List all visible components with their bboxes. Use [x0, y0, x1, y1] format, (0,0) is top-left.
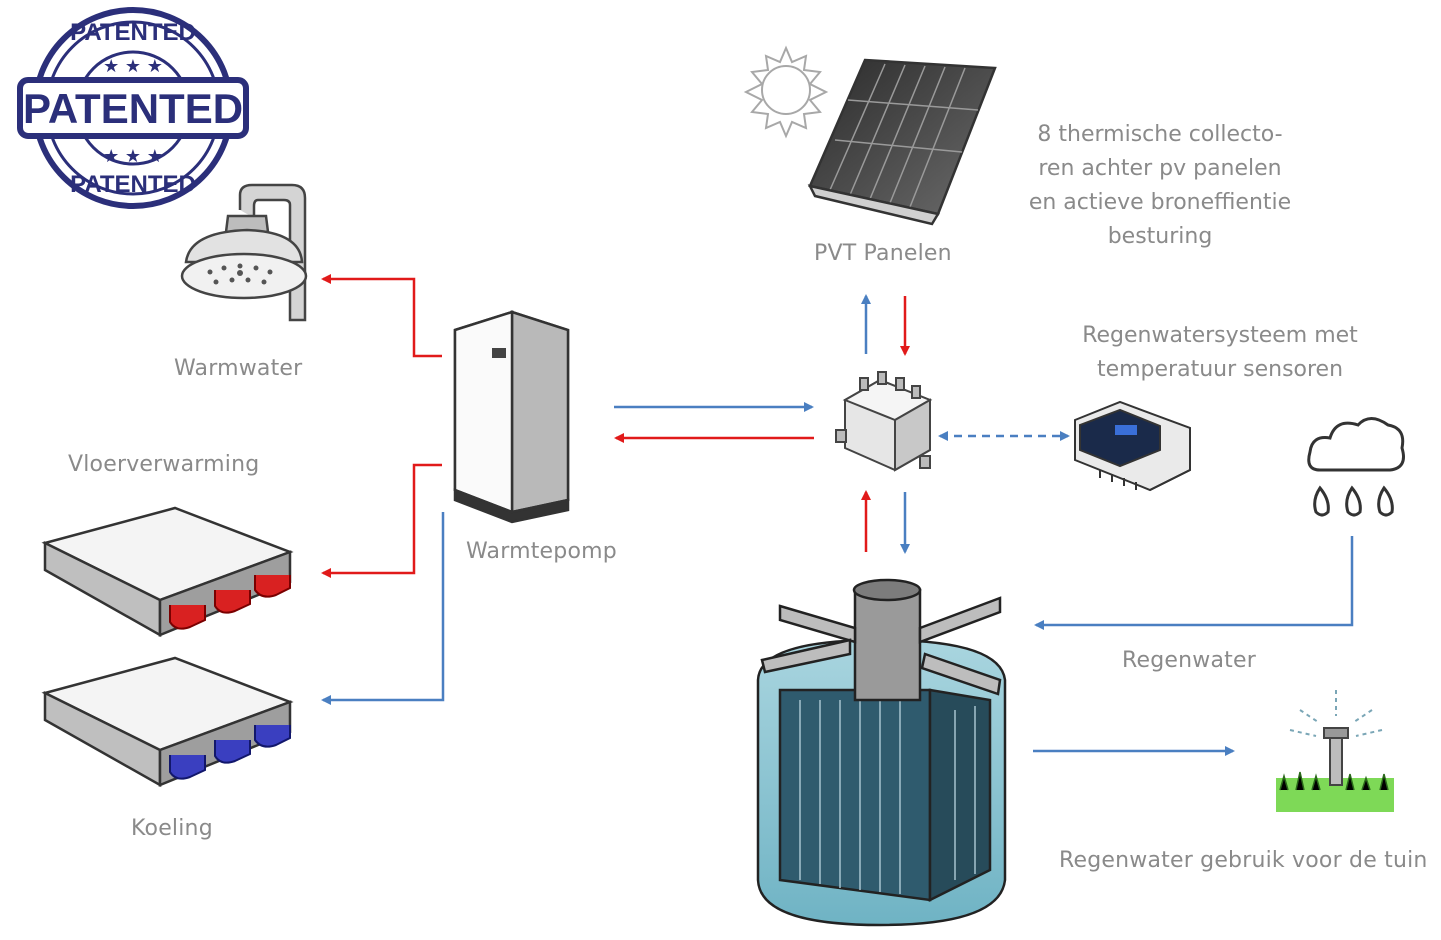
svg-text:PATENTED: PATENTED: [70, 19, 196, 46]
flow-arrow-warmwater: [321, 274, 442, 358]
label-warmtepomp: Warmtepomp: [466, 539, 617, 564]
svg-text:PATENTED: PATENTED: [70, 171, 196, 198]
description-pvt-line: 8 thermische collecto-: [1037, 122, 1283, 147]
label-regenwater: Regenwater: [1122, 648, 1256, 673]
shower-icon: [180, 183, 308, 322]
description-regen-line: temperatuur sensoren: [1096, 357, 1344, 382]
sun-icon: [743, 45, 829, 139]
cooling-icon: [41, 656, 294, 788]
heat-pump-icon: [453, 310, 570, 524]
floor-heating-icon: [41, 506, 294, 638]
patented-stamp-logo: PATENTED PATENTED PATENTED ★ ★ ★ ★ ★ ★: [17, 7, 249, 209]
sensor-controller-icon: [1074, 400, 1191, 492]
rainwater-tank-icon: [756, 578, 1007, 927]
label-regenwater-tuin: Regenwater gebruik voor de tuin: [1059, 848, 1428, 873]
label-warmwater: Warmwater: [174, 356, 303, 381]
flow-arrow-floorheating: [321, 463, 442, 578]
label-vloerverwarming: Vloerverwarming: [68, 452, 260, 477]
description-pvt-line: besturing: [1107, 224, 1213, 249]
controller-box-icon: [835, 371, 933, 472]
label-koeling: Koeling: [131, 816, 213, 841]
description-regen-systeem: Regenwatersysteem met temperatuur sensor…: [1070, 319, 1370, 387]
svg-text:★ ★ ★: ★ ★ ★: [103, 56, 163, 77]
description-pvt-line: en actieve broneffientie: [1028, 190, 1292, 215]
description-regen-line: Regenwatersysteem met: [1082, 323, 1358, 348]
flow-arrow-rainwater: [1034, 536, 1354, 630]
description-pvt: 8 thermische collecto- ren achter pv pan…: [1010, 118, 1310, 254]
sprinkler-icon: [1276, 690, 1394, 812]
description-pvt-line: ren achter pv panelen: [1038, 156, 1282, 181]
svg-text:PATENTED: PATENTED: [23, 85, 243, 132]
rain-cloud-icon: [1307, 417, 1405, 517]
label-pvt-panelen: PVT Panelen: [814, 241, 952, 266]
flow-arrow-cooling: [321, 512, 445, 705]
svg-text:★ ★ ★: ★ ★ ★: [103, 146, 163, 167]
pvt-panel-icon: [807, 58, 997, 226]
